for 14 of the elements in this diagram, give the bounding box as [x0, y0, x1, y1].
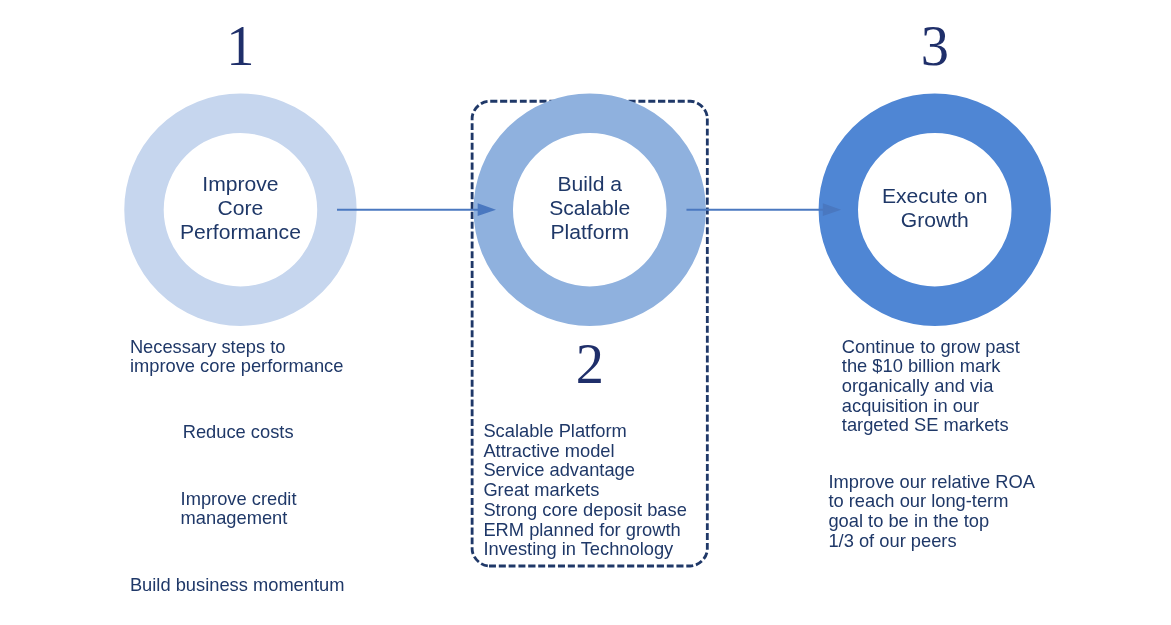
label: Continue to grow past the $10 billion mark organically and via acquisition in our targeted SE markets [841, 335, 1020, 436]
node-label: 1 [226, 14, 255, 77]
label: Improve credit management [180, 487, 297, 529]
node-label: 2 [575, 332, 604, 395]
node-circle: Improve Core Performance [124, 93, 357, 326]
arrow [686, 203, 842, 217]
label: Build business momentum [129, 573, 345, 595]
label: Necessary steps to improve core performance [129, 335, 344, 377]
label: Improve our relative ROA to reach our long-term goal to be in the top 1/3 of our peers [828, 470, 1035, 551]
label: Reduce costs [182, 421, 294, 443]
node-circle: Execute on Growth [818, 93, 1051, 326]
node-label: 3 [920, 14, 949, 77]
node-circle: Build a Scalable Platform [473, 93, 706, 326]
arrow [337, 203, 496, 217]
